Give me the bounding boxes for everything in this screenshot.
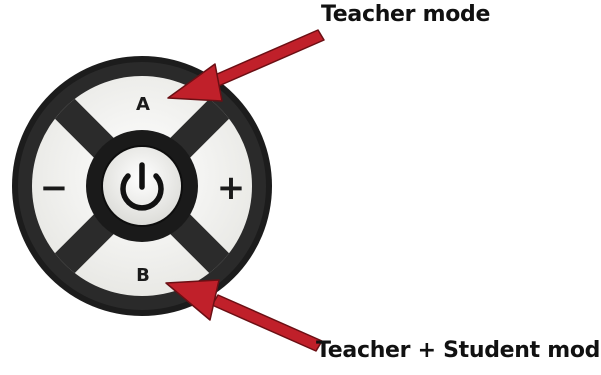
power-icon: [120, 162, 164, 211]
b-button-label: B: [136, 265, 150, 286]
plus-button-label: +: [217, 168, 246, 208]
teacher-mode-arrow: [167, 29, 325, 102]
teacher-student-mode-arrow: [165, 279, 323, 352]
teacher-mode-label: Teacher mode: [321, 2, 491, 27]
minus-button-label: −: [40, 168, 69, 208]
a-button-label: A: [136, 94, 150, 115]
teacher-student-mode-label: Teacher + Student mode: [316, 338, 601, 363]
